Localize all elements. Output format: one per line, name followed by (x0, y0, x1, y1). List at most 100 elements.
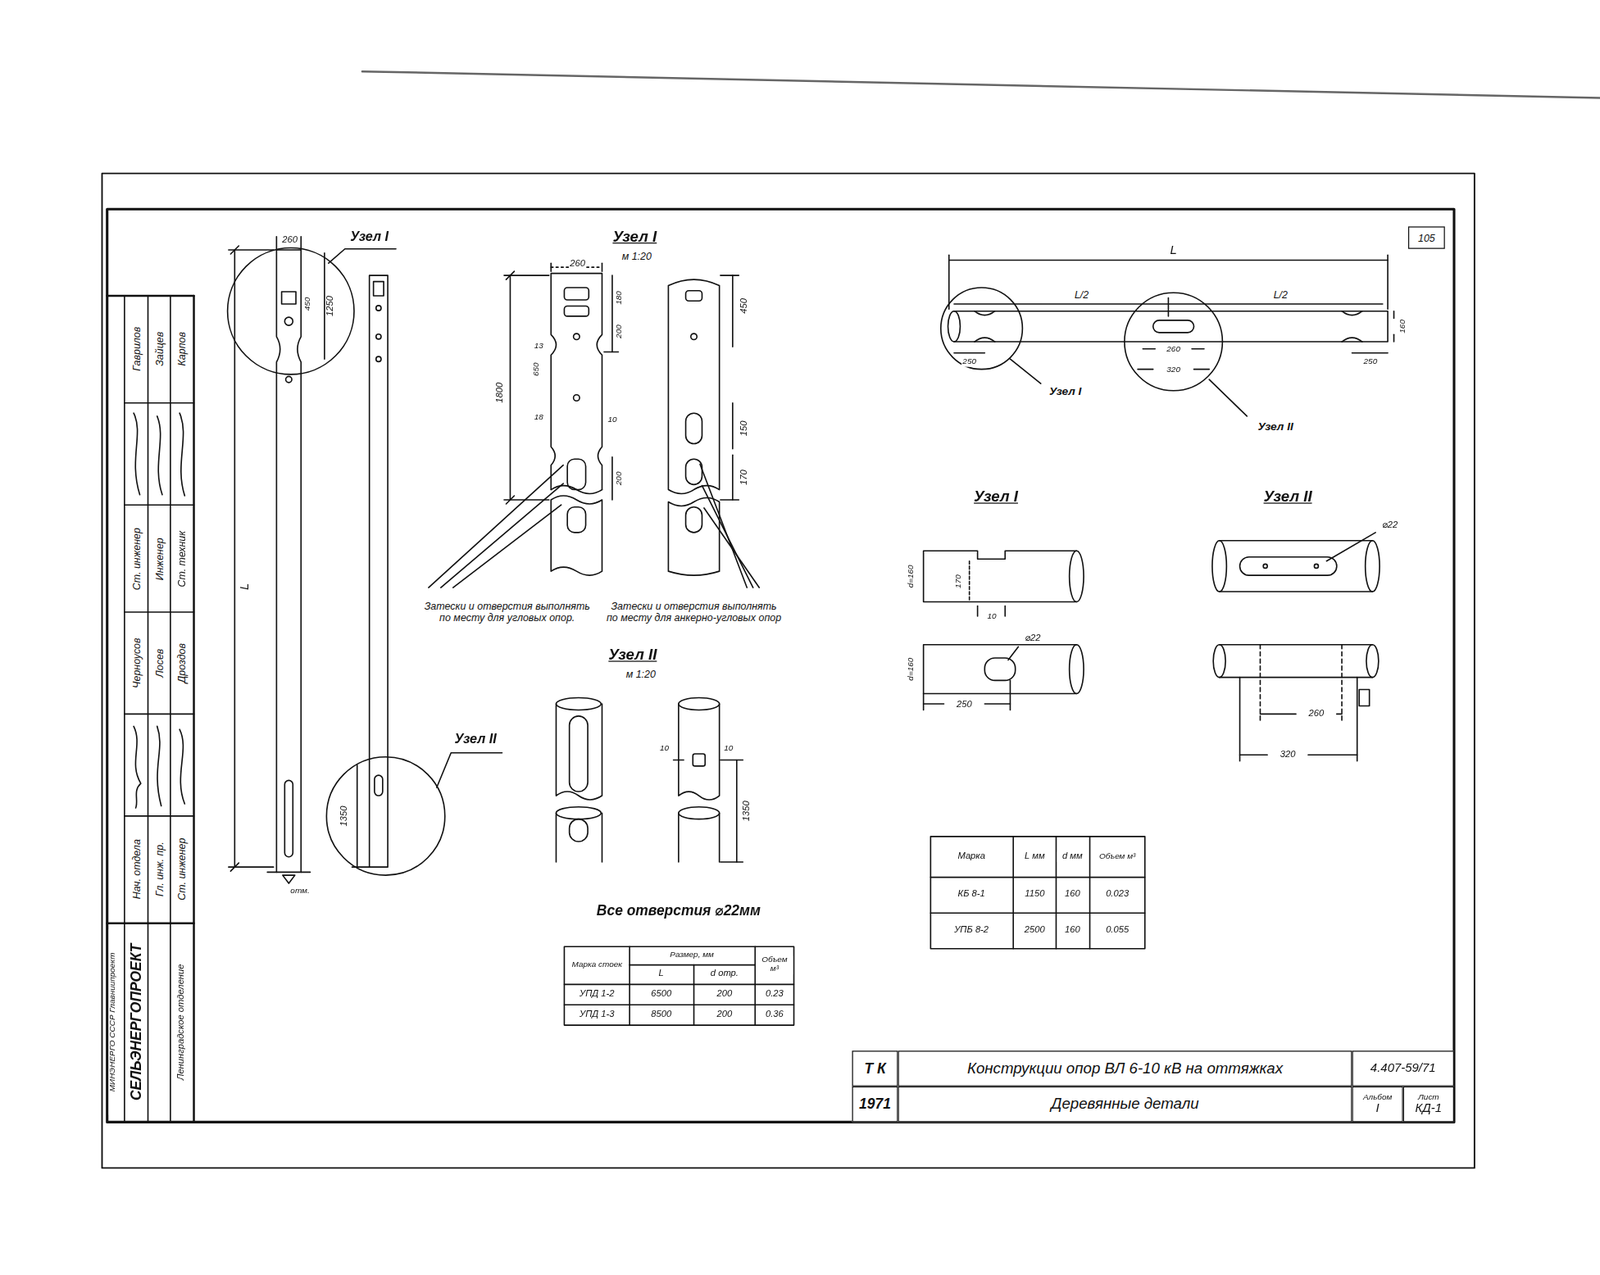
dimension-label: 0.36 (764, 1010, 785, 1021)
dimension-label: Объем м³ (1092, 852, 1142, 862)
dimension-label: 150 (740, 419, 750, 437)
dimension-label: Лосев (153, 647, 165, 679)
dimension-label: L/2 (1073, 289, 1091, 301)
dimension-label: Марка стоек (566, 960, 628, 970)
dimension-label: 250 (1362, 357, 1378, 367)
dimension-label: 200 (614, 323, 624, 340)
dimension-label: УПД 1-3 (578, 1010, 616, 1021)
dimension-label: 200 (715, 1010, 733, 1021)
dimension-label: Зайцев (153, 330, 165, 368)
dimension-label: ⌀22 (1023, 633, 1042, 644)
dimension-label: м 1:20 (620, 250, 653, 263)
title-text: 4.407-59/71 (1370, 1062, 1437, 1076)
dimension-label: d=160 (906, 656, 916, 682)
detail-title: Узел II (1262, 488, 1314, 506)
dimension-label: Нач. отдела (131, 838, 143, 900)
title-text: Т К (863, 1060, 886, 1077)
dimension-label: 10 (986, 613, 998, 623)
dimension-label: 450 (303, 295, 313, 312)
dimension-label: 13 (533, 342, 546, 352)
dimension-label: 1150 (1023, 890, 1046, 900)
title-text: I (1376, 1102, 1380, 1116)
dimension-label: 260 (1307, 709, 1325, 719)
dimension-label: 160 (1398, 318, 1408, 335)
dimension-label: Затески и отверстия выполнять по месту д… (420, 600, 595, 623)
title-text: Конструкции опор ВЛ 6-10 кВ на оттяжках (967, 1060, 1283, 1078)
dimension-label: 450 (740, 297, 750, 315)
detail-title: Узел I (611, 228, 658, 246)
dimension-label: 180 (614, 290, 624, 306)
dimension-label: Черноусов (131, 636, 143, 690)
title-block-cell: Т К (851, 1050, 898, 1087)
title-block-cell: Деревянные детали (898, 1086, 1353, 1123)
dimension-label: 0.055 (1104, 925, 1131, 936)
detail-title: СЕЛЬЭНЕРГОПРОЕКТ (128, 942, 145, 1102)
dimension-label: d отр. (709, 969, 741, 980)
detail-title: Узел II (453, 732, 498, 748)
detail-title: Узел I (972, 488, 1019, 506)
detail-title: Узел II (1256, 420, 1295, 433)
dimension-label: 250 (961, 357, 978, 367)
dimension-label: КБ 8-1 (956, 890, 987, 900)
title-block-cell: 4.407-59/71 (1351, 1050, 1454, 1087)
dimension-label: 1350 (741, 800, 752, 823)
dimension-label: 10 (659, 744, 671, 754)
dimension-label: 200 (715, 990, 733, 1000)
dimension-label: Гаврилов (131, 325, 143, 373)
dimension-label: УПД 1-2 (578, 990, 616, 1000)
title-block-cell: 1971 (851, 1086, 898, 1123)
dimension-label: 2500 (1023, 925, 1046, 936)
detail-title: Узел II (607, 646, 659, 664)
dimension-label: 170 (740, 468, 750, 487)
detail-title: Узел I (1048, 384, 1083, 397)
dimension-label: 320 (1165, 365, 1182, 375)
dimension-label: 1800 (495, 381, 505, 405)
title-block-cell: 105 (1408, 226, 1446, 249)
dimension-label: 650 (531, 361, 541, 378)
dimension-label: L (1168, 244, 1178, 258)
dimension-label: 170 (954, 573, 964, 590)
dimension-label: Ст. инженер (176, 836, 188, 902)
dimension-label: 160 (1063, 890, 1082, 900)
dimension-label: 250 (955, 700, 973, 710)
dimension-label: 200 (614, 470, 624, 487)
dimension-label: 260 (281, 236, 299, 246)
title-text: 105 (1418, 231, 1436, 244)
dimension-label: Ст. техник (176, 530, 188, 589)
dimension-label: 6500 (650, 990, 673, 1000)
dimension-label: ⌀22 (1381, 520, 1400, 531)
title-text: Альбом (1363, 1093, 1392, 1103)
dimension-label: 160 (1063, 925, 1082, 936)
dimension-label: Ленинградское отделение (176, 963, 187, 1082)
dimension-label: Инженер (153, 536, 165, 582)
dimension-label: Марка (956, 852, 987, 863)
dimension-label: L (657, 969, 665, 980)
detail-title: Все отверстия ⌀22мм (595, 903, 762, 919)
title-text: Лист (1418, 1093, 1440, 1103)
title-block-cell: ЛистКД-1 (1403, 1086, 1455, 1123)
dimension-label: L (238, 581, 252, 591)
dimension-label: 10 (606, 415, 619, 425)
detail-title: Узел I (349, 229, 390, 245)
dimension-label: Ст. инженер (131, 527, 143, 592)
dimension-label: УПБ 8-2 (953, 925, 990, 936)
dimension-label: 260 (1165, 345, 1182, 355)
dimension-label: 8500 (650, 1010, 673, 1021)
dimension-label: 1350 (340, 804, 350, 828)
dimension-label: 0.23 (764, 990, 785, 1000)
dimension-label: Гл. инж. пр. (153, 840, 165, 898)
title-text: 1971 (859, 1096, 891, 1113)
title-text: Деревянные детали (1050, 1095, 1199, 1114)
title-block-cell: Конструкции опор ВЛ 6-10 кВ на оттяжках (898, 1050, 1353, 1087)
dimension-label: L мм (1019, 852, 1050, 863)
dimension-label: 1250 (325, 295, 336, 318)
dimension-label: Затески и отверстия выполнять по месту д… (604, 600, 783, 623)
dimension-label: 10 (722, 744, 735, 754)
dimension-label: Объем м³ (755, 956, 793, 975)
dimension-label: м 1:20 (624, 668, 657, 681)
dimension-label: 18 (533, 413, 546, 423)
dimension-label: d=160 (906, 563, 916, 589)
dimension-label: Размер, мм (668, 951, 715, 961)
dimension-label: Дроздов (176, 642, 188, 685)
dimension-label: Карпов (176, 331, 188, 368)
